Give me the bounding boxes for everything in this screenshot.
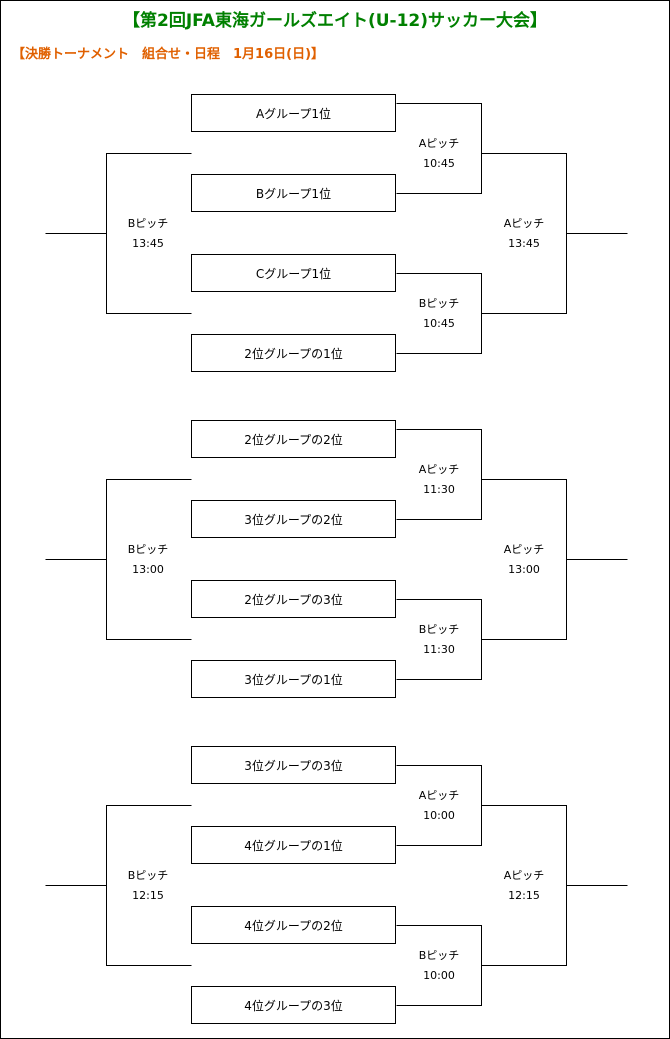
match-label: Bピッチ 11:30 xyxy=(399,620,479,660)
match-pitch: Aピッチ xyxy=(418,137,460,150)
match-pitch: Aピッチ xyxy=(503,869,545,882)
bracket-line xyxy=(396,103,482,194)
match-time: 11:30 xyxy=(423,483,455,496)
team-slot: 4位グループの1位 xyxy=(191,826,396,864)
match-label: Bピッチ 10:45 xyxy=(399,294,479,334)
match-label: Aピッチ 10:45 xyxy=(399,134,479,174)
team-slot: 4位グループの3位 xyxy=(191,986,396,1024)
match-label: Aピッチ 13:45 xyxy=(484,214,564,254)
match-label: Aピッチ 11:30 xyxy=(399,460,479,500)
match-label: Aピッチ 13:00 xyxy=(484,540,564,580)
match-label: Aピッチ 10:00 xyxy=(399,786,479,826)
match-pitch: Bピッチ xyxy=(127,217,169,230)
team-slot: Aグループ1位 xyxy=(191,94,396,132)
match-time: 10:00 xyxy=(423,809,455,822)
match-label: Bピッチ 13:45 xyxy=(108,214,188,254)
match-time: 10:00 xyxy=(423,969,455,982)
team-slot: 2位グループの2位 xyxy=(191,420,396,458)
team-slot: 2位グループの3位 xyxy=(191,580,396,618)
match-pitch: Aピッチ xyxy=(503,217,545,230)
match-time: 13:00 xyxy=(132,563,164,576)
match-time: 13:45 xyxy=(508,237,540,250)
team-slot: 3位グループの1位 xyxy=(191,660,396,698)
match-pitch: Aピッチ xyxy=(418,463,460,476)
match-label: Bピッチ 13:00 xyxy=(108,540,188,580)
match-label: Bピッチ 12:15 xyxy=(108,866,188,906)
team-slot: 3位グループの2位 xyxy=(191,500,396,538)
match-pitch: Aピッチ xyxy=(503,543,545,556)
match-pitch: Aピッチ xyxy=(418,789,460,802)
page-subtitle: 【決勝トーナメント 組合せ・日程 1月16日(日)】 xyxy=(12,47,325,62)
match-pitch: Bピッチ xyxy=(418,623,460,636)
match-pitch: Bピッチ xyxy=(418,949,460,962)
match-pitch: Bピッチ xyxy=(127,869,169,882)
team-slot: 4位グループの2位 xyxy=(191,906,396,944)
team-slot: 3位グループの3位 xyxy=(191,746,396,784)
match-time: 12:15 xyxy=(508,889,540,902)
match-time: 13:00 xyxy=(508,563,540,576)
team-slot: Cグループ1位 xyxy=(191,254,396,292)
team-slot: Bグループ1位 xyxy=(191,174,396,212)
match-pitch: Bピッチ xyxy=(127,543,169,556)
match-time: 10:45 xyxy=(423,157,455,170)
match-time: 10:45 xyxy=(423,317,455,330)
match-time: 11:30 xyxy=(423,643,455,656)
page-title: 【第2回JFA東海ガールズエイト(U-12)サッカー大会】 xyxy=(122,11,548,31)
team-slot: 2位グループの1位 xyxy=(191,334,396,372)
match-label: Aピッチ 12:15 xyxy=(484,866,564,906)
match-pitch: Bピッチ xyxy=(418,297,460,310)
match-time: 13:45 xyxy=(132,237,164,250)
bracket-line xyxy=(396,429,482,520)
match-time: 12:15 xyxy=(132,889,164,902)
match-label: Bピッチ 10:00 xyxy=(399,946,479,986)
